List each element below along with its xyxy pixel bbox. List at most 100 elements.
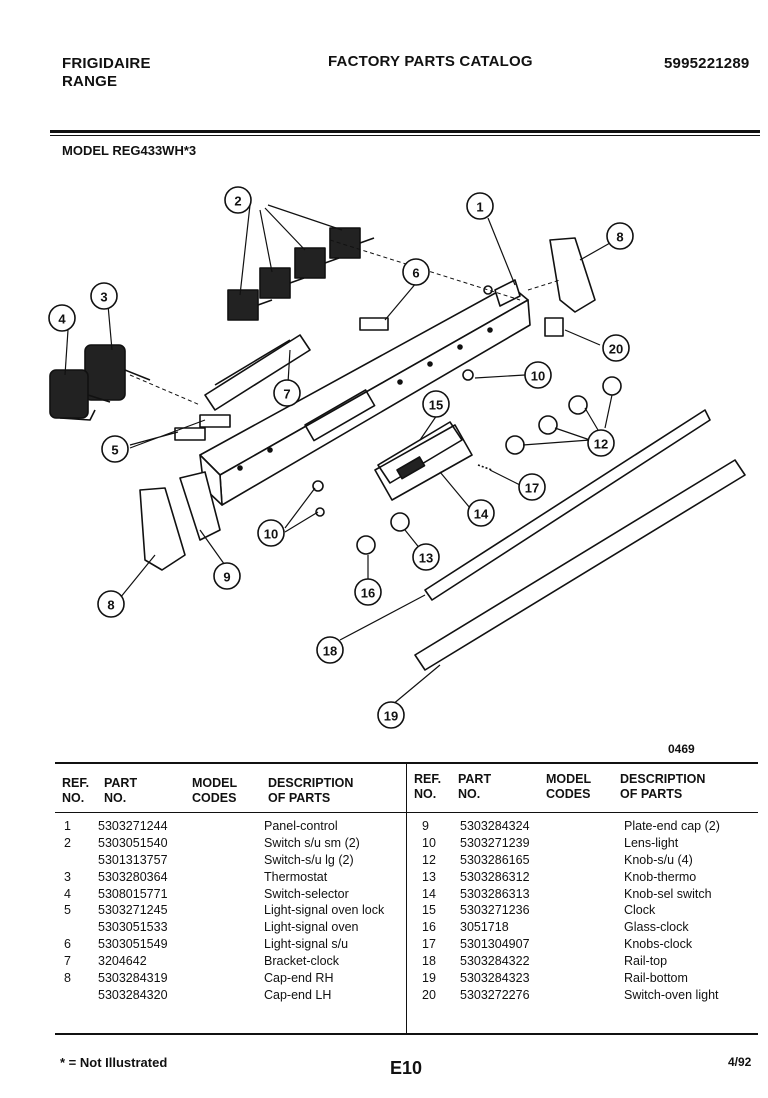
svg-text:9: 9 [223,570,230,585]
callout-7: 7 [273,379,301,407]
table-bottom-rule [55,1033,758,1035]
part-number: 5303286313 [460,886,530,901]
figure-number: 0469 [668,742,695,756]
signal-light-drawing [174,427,206,441]
table-row: 10 5303271239 Lens-light [406,835,768,852]
callout-9: 9 [213,562,241,590]
part-number: 3051718 [460,920,509,935]
part-description: Rail-top [624,954,668,969]
table-row: 7 3204642 Bracket-clock [0,953,406,970]
part-description: Rail-bottom [624,971,688,986]
callout-8-top: 8 [606,222,634,250]
clock-drawing [374,421,473,501]
part-description: Cap-end RH [264,971,334,986]
catalog-number: 5995221289 [664,55,750,72]
callout-14: 16 [354,578,382,606]
callout-3: 3 [90,282,118,310]
end-cap-drawing [139,487,186,571]
header-rule-thin [50,135,760,136]
callout-19: 19 [377,701,405,729]
control-panel-drawing [199,279,531,506]
revision-date: 4/92 [728,1055,752,1069]
part-number: 5303284319 [98,971,168,986]
callout-5: 5 [101,435,129,463]
callout-1: 1 [466,192,494,220]
svg-text:10: 10 [264,527,278,542]
part-number: 5301304907 [460,937,530,952]
svg-text:2: 2 [234,194,241,209]
part-description: Switch-oven light [624,987,719,1002]
part-description: Lens-light [624,835,679,850]
part-description: Light-signal oven lock [264,903,385,918]
ref-number: 15 [422,903,436,918]
ref-number: 12 [422,852,436,867]
part-number: 5303286165 [460,852,530,867]
svg-text:17: 17 [525,481,539,496]
part-number: 5303286312 [460,869,530,884]
part-number: 5303284323 [460,971,530,986]
table-row: 5301313757 Switch-s/u lg (2) [0,852,406,869]
callout-12: 12 [587,429,615,457]
ref-number: 7 [64,954,71,969]
callout-13: 13 [412,543,440,571]
part-description: Knobs-clock [624,937,693,952]
ref-number: 10 [422,835,436,850]
ref-number: 19 [422,971,436,986]
svg-text:7: 7 [283,387,290,402]
part-number: 3204642 [98,954,147,969]
ref-number: 16 [422,920,436,935]
header-ref-right: REF.NO. [414,772,442,801]
ref-number: 1 [64,819,71,833]
callout-6: 6 [402,258,430,286]
end-plate-drawing [179,471,221,541]
part-number: 5303051540 [98,835,168,850]
header-ref-left: REF.NO. [62,776,90,805]
ref-number: 6 [64,937,71,952]
ref-number: 18 [422,954,436,969]
part-description: Thermostat [264,869,328,884]
part-number: 5303271245 [98,903,168,918]
part-number: 5303280364 [98,869,168,884]
part-number: 5303271239 [460,835,530,850]
table-row: 16 3051718 Glass-clock [406,919,768,936]
svg-text:8: 8 [107,598,114,613]
table-center-divider [406,762,407,1034]
svg-text:5: 5 [111,443,118,458]
brand-block: FRIGIDAIRE RANGE [62,55,151,91]
part-description: Switch-s/u lg (2) [264,852,354,867]
bracket-clock-drawing [204,334,311,411]
part-description: Bracket-clock [264,954,340,969]
part-description: Glass-clock [624,920,689,935]
callout-10-right: 10 [524,361,552,389]
exploded-parts-diagram: 2 1 8 6 3 4 20 7 10 15 5 12 17 14 10 13 … [48,186,746,729]
knob-drawing [356,376,622,555]
svg-text:19: 19 [384,709,398,724]
svg-text:18: 18 [323,644,337,659]
part-number: 5308015771 [98,886,168,901]
part-description: Light-signal oven [264,920,359,935]
part-number: 5303051549 [98,937,168,952]
callout-2: 2 [224,186,252,214]
svg-text:3: 3 [100,290,107,305]
ref-number: 4 [64,886,71,901]
part-number: 5301313757 [98,852,168,867]
svg-text:14: 14 [474,507,489,522]
svg-text:6: 6 [412,266,419,281]
svg-text:1: 1 [476,200,483,215]
svg-text:15: 15 [429,398,443,413]
catalog-title: FACTORY PARTS CATALOG [328,53,533,70]
ref-number: 8 [64,971,71,986]
